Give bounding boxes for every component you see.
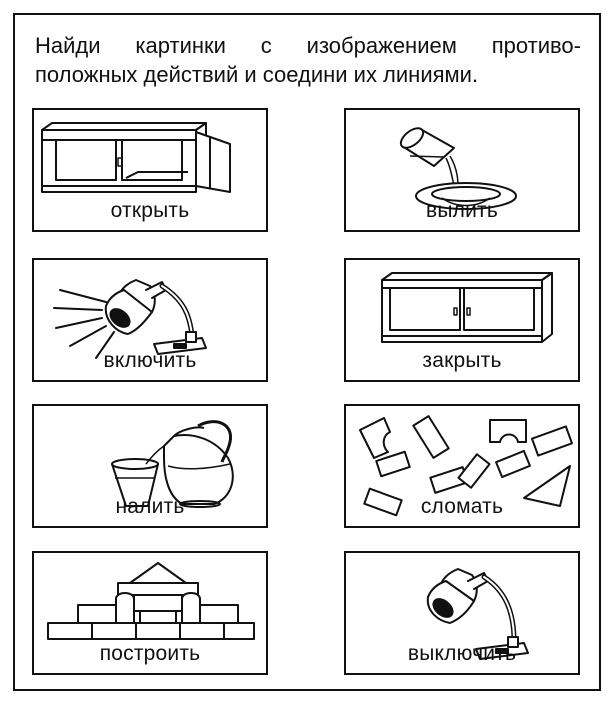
instruction-line-2: положных действий и соедини их линиями. [35,62,479,87]
open-cabinet-icon [34,110,266,230]
block-building-icon [34,553,266,673]
card-label-lamp-off: выключить [407,642,517,665]
desk-lamp-off-icon [346,553,578,673]
card-label-open: открыть [110,199,190,222]
card-label-pour-out: вылить [426,199,498,222]
worksheet-frame: Найди картинки с изображением противо- п… [13,13,601,691]
card-label-lamp-on: включить [103,349,197,372]
card-build[interactable]: построить [32,551,268,675]
card-break[interactable]: сломать [344,404,580,528]
card-label-close: закрыть [422,349,502,372]
card-close-cabinet[interactable]: закрыть [344,258,580,382]
card-label-pour-in: налить [115,495,185,518]
card-lamp-off[interactable]: выключить [344,551,580,675]
card-label-build: построить [99,642,201,665]
card-label-break: сломать [420,495,504,518]
card-pour-out[interactable]: вылить [344,108,580,232]
card-pour-in[interactable]: налить [32,404,268,528]
card-lamp-on[interactable]: включить [32,258,268,382]
closed-cabinet-icon [346,260,578,380]
desk-lamp-on-icon [34,260,266,380]
scattered-blocks-icon [346,406,578,526]
card-open-cabinet[interactable]: открыть [32,108,268,232]
pouring-glass-into-plate-icon [346,110,578,230]
instruction-text: Найди картинки с изображением противо- п… [35,31,581,89]
instruction-line-1: Найди картинки с изображением противо- [35,33,581,58]
jug-pouring-into-glass-icon [34,406,266,526]
